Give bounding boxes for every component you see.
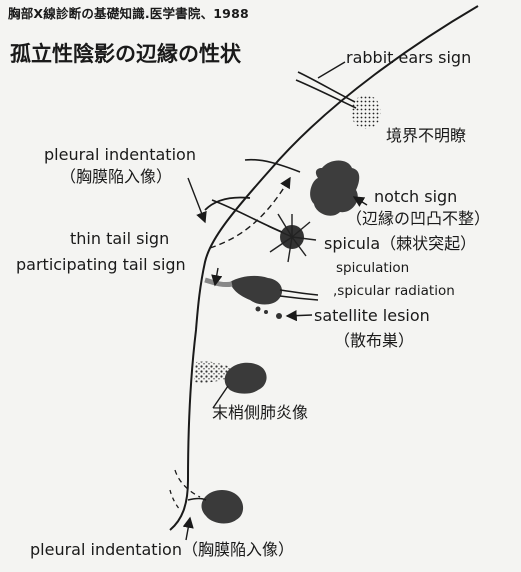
lower-indentation-line [187,497,207,501]
satellite-arrow [285,310,313,322]
lower-dashed-line-2 [169,489,181,511]
label-pleural-indentation-bottom: pleural indentation（胸膜陥入像） [30,540,294,559]
label-ill-defined: 境界不明瞭 [386,126,467,145]
ill-defined-nodule [351,95,381,129]
label-satellite-lesion-jp: （散布巣） [334,331,415,350]
participating-tail-vessel-1 [279,289,319,296]
rabbit-ears-leader [317,61,346,79]
upper-indentation-arrow [187,177,207,224]
label-rabbit-ears-sign: rabbit ears sign [346,48,472,67]
notch-arrow [352,196,368,207]
participating-tail-leader [211,267,223,287]
label-spicular-radiation: ,spicular radiation [333,283,455,299]
pneumonia-leader [212,385,229,409]
spicula-nodule [267,213,317,263]
notch-nodule [310,160,360,216]
label-thin-tail-sign: thin tail sign [70,229,170,248]
label-participating-tail-sign: participating tail sign [16,255,186,274]
lower-nodule [201,490,244,524]
thin-tail-dashed [209,176,291,249]
pneumonia-nodule [224,362,267,394]
participating-tail-fill [204,277,233,287]
lower-arrow [182,516,194,541]
label-notch-sign: notch sign [374,187,458,206]
label-peripheral-pneumonia: 末梢側肺炎像 [212,403,309,422]
participating-tail-nodule [230,275,283,305]
rabbit-ears-vessel-2 [295,79,357,109]
label-spiculation: spiculation [336,260,410,276]
notch-vessel [244,158,301,173]
pleural-indentation-top-line [204,196,251,211]
rabbit-ears-vessel-1 [297,71,356,103]
spicula-vessel [211,199,283,233]
label-notch-sign-jp: （辺縁の凹凸不整） [346,209,491,228]
label-spicula: spicula（棘状突起） [324,234,477,253]
label-satellite-lesion: satellite lesion [314,306,430,325]
pleural-line [169,5,479,531]
source-citation: 胸部X線診断の基礎知識.医学書院、1988 [8,6,249,21]
diagram-title: 孤立性陰影の辺縁の性状 [10,42,241,66]
label-pleural-indentation-top-jp: （胸膜陥入像） [60,167,173,186]
satellite-lesions [255,306,282,319]
label-pleural-indentation-top: pleural indentation [44,145,196,164]
participating-tail-vessel-2 [279,295,319,301]
lower-dashed-line [174,469,201,498]
